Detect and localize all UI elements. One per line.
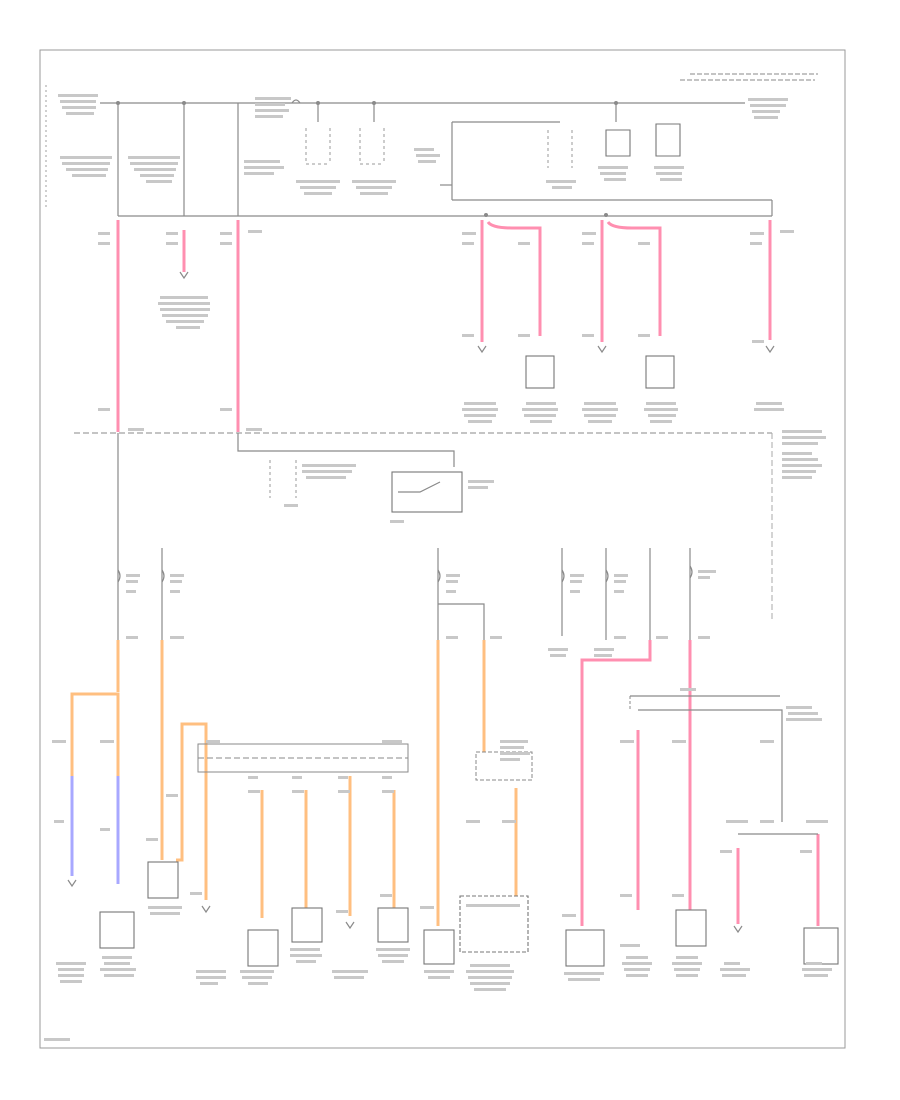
switch-bracket [451, 121, 773, 216]
lower-right-labels [562, 688, 828, 917]
wire-pink [600, 220, 662, 342]
upper-right-components [547, 123, 681, 168]
note-block [158, 296, 210, 329]
hazard-switch-labels [500, 740, 530, 761]
ground-arrow [179, 271, 189, 280]
lower-right-bus [630, 695, 818, 835]
fuse-row [117, 548, 693, 640]
sensor-labels [462, 402, 784, 423]
bottom-labels [56, 904, 832, 991]
top-left-labels [58, 94, 291, 183]
relay-labels [296, 180, 396, 195]
footer-code [44, 1038, 70, 1041]
bus-labels [128, 428, 262, 431]
wire-orange [70, 692, 120, 780]
relay-feed [237, 433, 455, 467]
wire-orange [176, 722, 208, 900]
wire-pink [580, 640, 652, 926]
junction-labels [52, 740, 516, 913]
module-label [782, 430, 826, 479]
fuse-symbol [291, 99, 301, 104]
pin-labels-top [98, 230, 794, 411]
switch-labels [414, 98, 788, 189]
relay-box [305, 128, 385, 165]
bottom-components [67, 861, 839, 967]
fuse-labels [126, 570, 716, 657]
relay-text [284, 464, 494, 523]
switch-relay [269, 460, 463, 513]
diagram-border [39, 49, 846, 1049]
sensor-components [477, 345, 775, 389]
hazard-switch [475, 751, 533, 781]
wire-pink [480, 220, 542, 342]
